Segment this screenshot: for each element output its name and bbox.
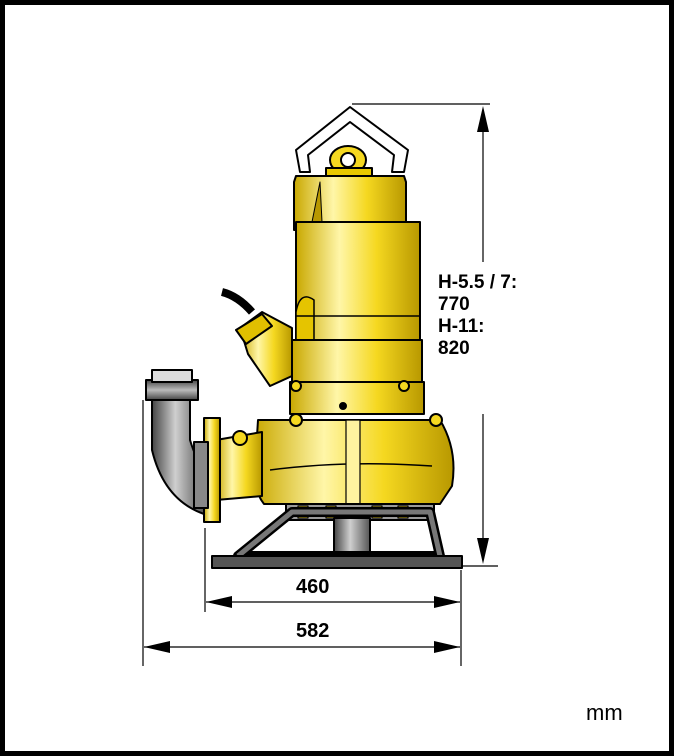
width-460-arrow-right <box>434 596 460 608</box>
power-cable <box>220 288 256 315</box>
base-plate <box>211 555 463 569</box>
height-label-line-1: H-5.5 / 7: <box>438 272 518 293</box>
dimension-lines <box>142 103 498 666</box>
height-label-line-3: H-11: <box>438 316 485 337</box>
height-dimension-label: H-5.5 / 7: 770 H-11: 820 <box>438 272 517 360</box>
inner-width-label: 460 <box>296 576 330 598</box>
width-460-arrow-left <box>206 596 232 608</box>
elbow-pipe <box>151 397 205 515</box>
height-arrow-top <box>477 106 489 132</box>
width-582-arrow-right <box>434 641 460 653</box>
unit-label: mm <box>586 700 623 725</box>
height-arrow-bottom <box>477 538 489 564</box>
motor-lower <box>291 339 423 383</box>
lifting-handle <box>295 106 409 173</box>
motor-housing <box>295 221 421 341</box>
height-label-line-4: 820 <box>438 338 470 359</box>
outer-width-label: 582 <box>296 620 330 642</box>
pump-illustration <box>145 106 463 569</box>
height-label-line-2: 770 <box>438 294 470 315</box>
width-582-arrow-left <box>144 641 170 653</box>
